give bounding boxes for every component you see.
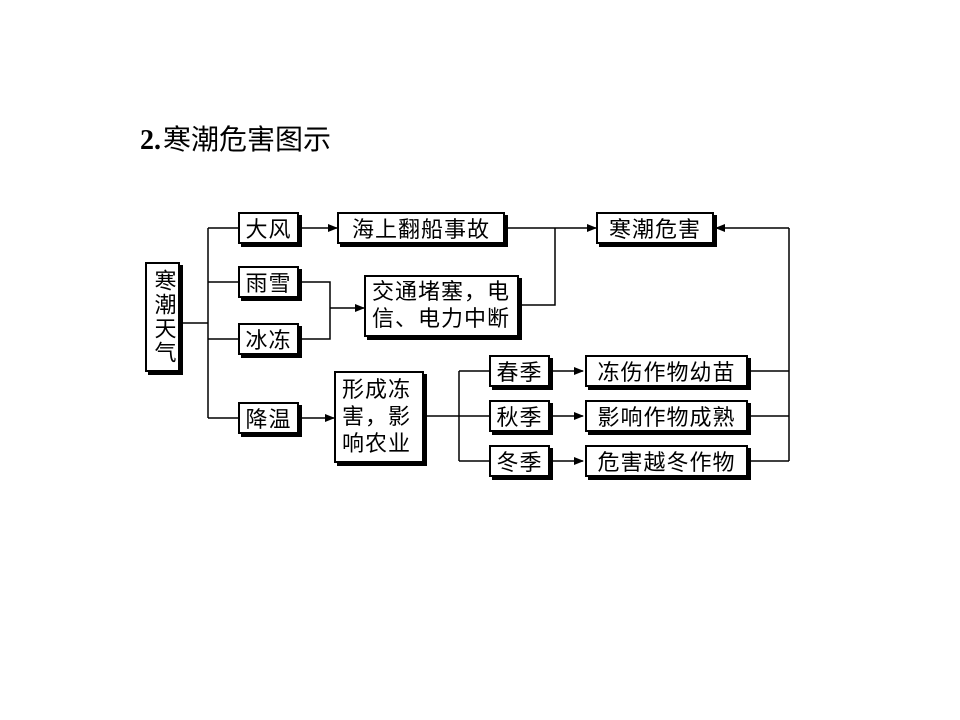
box-effect-traffic: 交通堵塞，电信、电力中断 xyxy=(364,275,519,337)
title-number: 2 xyxy=(140,125,154,156)
label-cause-gale: 大风 xyxy=(245,218,292,243)
box-cause-cooling: 降温 xyxy=(238,402,299,434)
label-effect-traffic: 交通堵塞，电信、电力中断 xyxy=(372,280,511,332)
box-cause-gale: 大风 xyxy=(238,212,299,244)
box-effect-frost: 形成冻害，影响农业 xyxy=(334,371,424,463)
box-crop-seedling-frostbite: 冻伤作物幼苗 xyxy=(585,355,748,387)
label-source: 寒潮天气 xyxy=(150,269,176,365)
label-cause-rain-snow: 雨雪 xyxy=(245,272,292,297)
box-season-winter: 冬季 xyxy=(489,445,550,477)
box-season-autumn: 秋季 xyxy=(489,400,550,432)
box-effect-shipwreck: 海上翻船事故 xyxy=(337,212,505,244)
label-result: 寒潮危害 xyxy=(608,218,701,243)
label-season-winter: 冬季 xyxy=(496,451,543,476)
box-crop-overwintering: 危害越冬作物 xyxy=(585,445,748,477)
page-title: 2.寒潮危害图示 xyxy=(140,122,331,159)
label-crop-overwintering: 危害越冬作物 xyxy=(597,451,736,476)
box-cause-rain-snow: 雨雪 xyxy=(238,266,299,298)
title-text: 寒潮危害图示 xyxy=(163,123,332,156)
box-source-cold-wave: 寒潮天气 xyxy=(145,262,180,372)
box-season-spring: 春季 xyxy=(489,355,550,387)
box-cause-ice: 冰冻 xyxy=(238,323,299,355)
box-result-cold-wave-harm: 寒潮危害 xyxy=(596,212,714,244)
label-season-spring: 春季 xyxy=(496,361,543,386)
label-season-autumn: 秋季 xyxy=(496,406,543,431)
label-crop-maturity: 影响作物成熟 xyxy=(597,406,736,431)
label-cause-ice: 冰冻 xyxy=(245,329,292,354)
box-crop-maturity: 影响作物成熟 xyxy=(585,400,748,432)
label-effect-frost: 形成冻害，影响农业 xyxy=(342,377,412,457)
label-cause-cooling: 降温 xyxy=(245,408,292,433)
label-effect-shipwreck: 海上翻船事故 xyxy=(351,218,490,243)
title-separator: . xyxy=(154,125,161,156)
label-crop-seedling-frostbite: 冻伤作物幼苗 xyxy=(597,361,736,386)
